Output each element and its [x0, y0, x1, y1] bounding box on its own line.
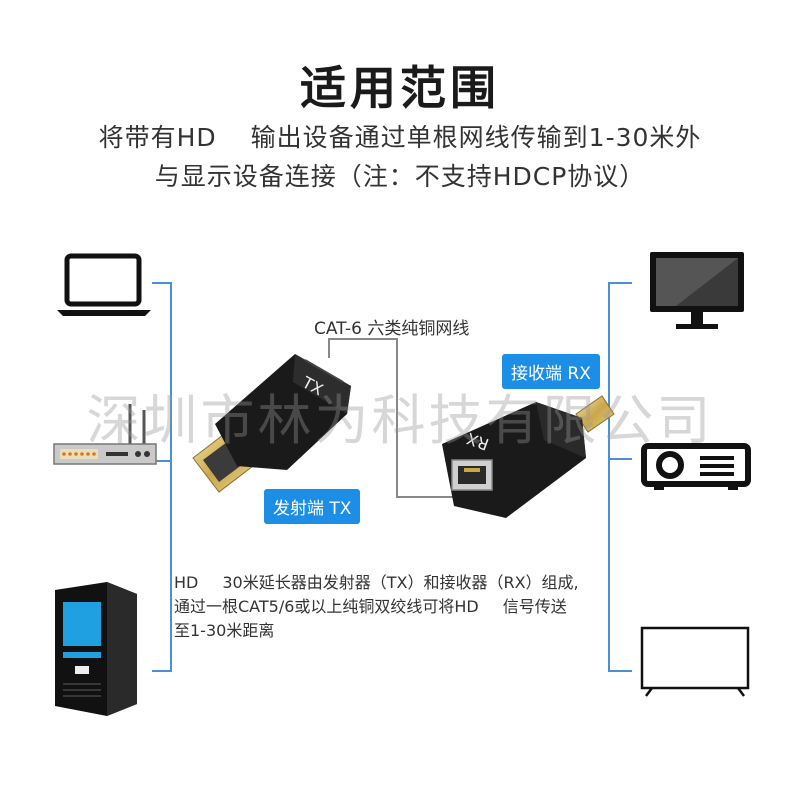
desktop-pc-icon: [55, 582, 137, 716]
rx-receiver-image: RX: [442, 395, 615, 518]
left-connector-2: [152, 460, 172, 462]
tv-icon: [640, 626, 750, 697]
laptop-icon: [57, 253, 151, 316]
left-bracket-line: [170, 282, 172, 672]
left-connector-1: [152, 282, 172, 284]
subtitle-line-1: 将带有HD 输出设备通过单根网线传输到1-30米外: [0, 118, 800, 154]
cable-line-bottom: [396, 496, 458, 498]
tx-transmitter-image: TX: [192, 354, 351, 493]
cable-line-top: [328, 338, 396, 340]
transmitter-tag: 发射端 TX: [264, 489, 361, 524]
description-line-1: HD 30米延长器由发射器（TX）和接收器（RX）组成,: [174, 571, 579, 595]
page-title: 适用范围: [300, 61, 500, 115]
subtitle-line-1-part-b: 输出设备通过单根网线传输到1-30米外: [250, 123, 702, 152]
left-connector-3: [152, 670, 172, 672]
subtitle-line-1-part-a: 将带有HD: [98, 123, 217, 152]
description-line-3: 至1-30米距离: [174, 621, 275, 640]
description-line-2: 通过一根CAT5/6或以上纯铜双绞线可将HD 信号传送: [174, 595, 579, 619]
receiver-tag: 接收端 RX: [502, 354, 600, 389]
description-line-1-part-a: HD: [174, 573, 199, 592]
description-line-1-part-b: 30米延长器由发射器（TX）和接收器（RX）组成,: [222, 573, 579, 592]
projector-icon: [641, 443, 751, 490]
right-bracket-line: [608, 282, 610, 672]
right-connector-3: [608, 670, 632, 672]
set-top-box-icon: [53, 404, 157, 465]
cable-line-vertical: [396, 338, 398, 496]
monitor-icon: [650, 252, 744, 329]
right-connector-1: [608, 282, 632, 284]
description-line-2-part-a: 通过一根CAT5/6或以上纯铜双绞线可将HD: [174, 597, 479, 616]
cable-label: CAT-6 六类纯铜网线: [314, 319, 470, 339]
description-text: HD 30米延长器由发射器（TX）和接收器（RX）组成, 通过一根CAT5/6或以…: [174, 571, 579, 643]
right-connector-2: [608, 458, 632, 460]
company-watermark: 深圳市林为科技有限公司: [86, 389, 714, 452]
cable-line-tx: [328, 338, 330, 358]
description-line-2-part-b: 信号传送: [502, 597, 567, 616]
subtitle-line-2: 与显示设备连接（注：不支持HDCP协议）: [154, 162, 646, 191]
